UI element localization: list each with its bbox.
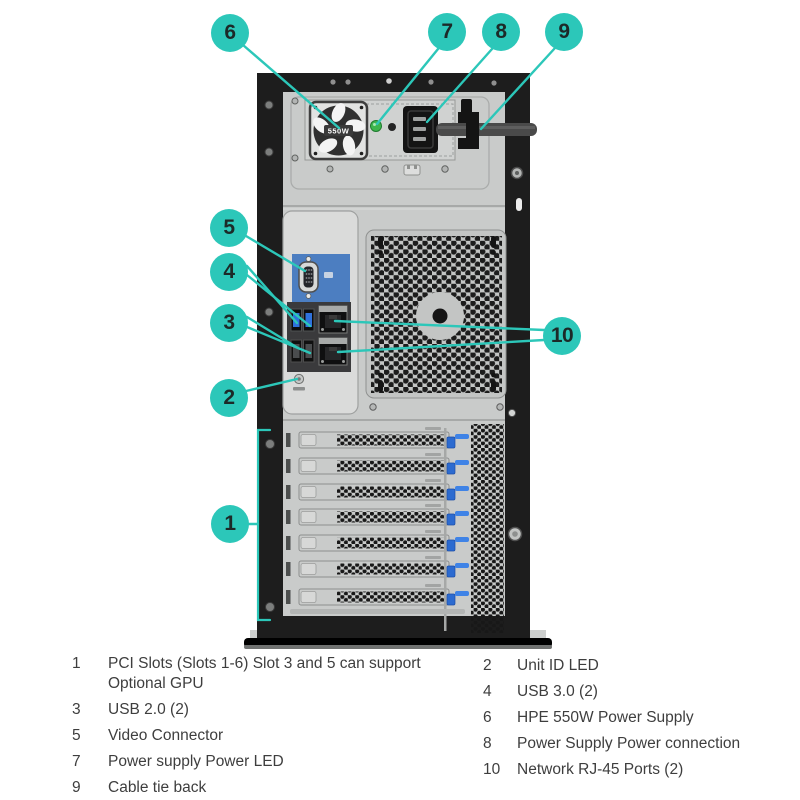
pci-slots: [286, 424, 504, 633]
legend-item-6: 6 HPE 550W Power Supply: [483, 708, 783, 728]
legend-item-5: 5 Video Connector: [72, 726, 452, 746]
legend-item-label: Unit ID LED: [517, 657, 599, 674]
legend-item-7: 7 Power supply Power LED: [72, 752, 452, 772]
legend-item-label: HPE 550W Power Supply: [517, 709, 694, 726]
legend-item-3: 3 USB 2.0 (2): [72, 700, 452, 720]
legend-item-number: 6: [483, 709, 492, 726]
legend-item-9: 9 Cable tie back: [72, 778, 452, 798]
psu-fan-wattage-label: 550W: [328, 127, 350, 136]
cable-tie: [458, 99, 479, 149]
callout-line-3b: [245, 325, 312, 355]
legend-item-number: 5: [72, 727, 81, 744]
usb2-ports: [290, 339, 315, 363]
callout-line-9: [479, 46, 557, 131]
callout-bracket-1: [256, 428, 272, 622]
rear-io-panel: [282, 210, 359, 415]
pci-slot-covers: [286, 427, 469, 606]
callout-4: 4: [210, 253, 248, 291]
vga-connector: [298, 256, 333, 299]
side-vent-strip: [471, 424, 504, 633]
legend-item-label: Video Connector: [108, 727, 224, 744]
callout-lines: [241, 43, 557, 622]
legend-item-number: 9: [72, 779, 81, 796]
legend-item-number: 2: [483, 657, 492, 674]
callout-line-8: [425, 47, 494, 124]
callout-9: 9: [545, 13, 583, 51]
legend-item-label: Network RJ-45 Ports (2): [517, 761, 684, 778]
power-inlet: [403, 106, 438, 153]
callout-6: 6: [211, 14, 249, 52]
legend-item-label: PCI Slots (Slots 1-6) Slot 3 and 5 can s…: [108, 655, 421, 692]
legend-item-4: 4 USB 3.0 (2): [483, 682, 783, 702]
legend-item-number: 7: [72, 753, 81, 770]
callout-7: 7: [428, 13, 466, 51]
callout-2: 2: [210, 379, 248, 417]
legend-item-label: USB 3.0 (2): [517, 683, 598, 700]
legend-item-2: 2 Unit ID LED: [483, 656, 783, 676]
legend-item-10: 10 Network RJ-45 Ports (2): [483, 760, 783, 780]
power-cord: [436, 123, 537, 136]
callout-line-10a: [333, 319, 546, 332]
legend-item-number: 8: [483, 735, 492, 752]
legend-item-8: 8 Power Supply Power connection: [483, 734, 783, 754]
callout-line-10b: [336, 338, 546, 354]
callout-3: 3: [210, 304, 248, 342]
legend-item-label: Power supply Power LED: [108, 753, 284, 770]
callout-1: 1: [211, 505, 249, 543]
legend-item-number: 3: [72, 701, 81, 718]
legend-item-number: 1: [72, 655, 81, 672]
callout-line-7: [375, 47, 440, 126]
legend-item-number: 10: [483, 761, 501, 778]
legend-item-label: Cable tie back: [108, 779, 207, 796]
legend-left-column: 1 PCI Slots (Slots 1-6) Slot 3 and 5 can…: [72, 654, 452, 800]
fan-vent: [365, 229, 507, 411]
callout-10: 10: [543, 317, 581, 355]
callout-line-3a: [245, 315, 300, 350]
legend-item-number: 4: [483, 683, 492, 700]
callout-line-2: [244, 377, 299, 393]
callout-5: 5: [210, 209, 248, 247]
legend-item-label: Power Supply Power connection: [517, 735, 741, 752]
callout-line-4b: [245, 273, 312, 328]
legend-item-1: 1 PCI Slots (Slots 1-6) Slot 3 and 5 can…: [72, 654, 452, 694]
callout-8: 8: [482, 13, 520, 51]
callout-line-6: [241, 43, 341, 130]
legend-right-column: 2 Unit ID LED 4 USB 3.0 (2) 6 HPE 550W P…: [483, 656, 783, 786]
callout-line-5: [244, 234, 307, 273]
legend-item-label: USB 2.0 (2): [108, 701, 189, 718]
